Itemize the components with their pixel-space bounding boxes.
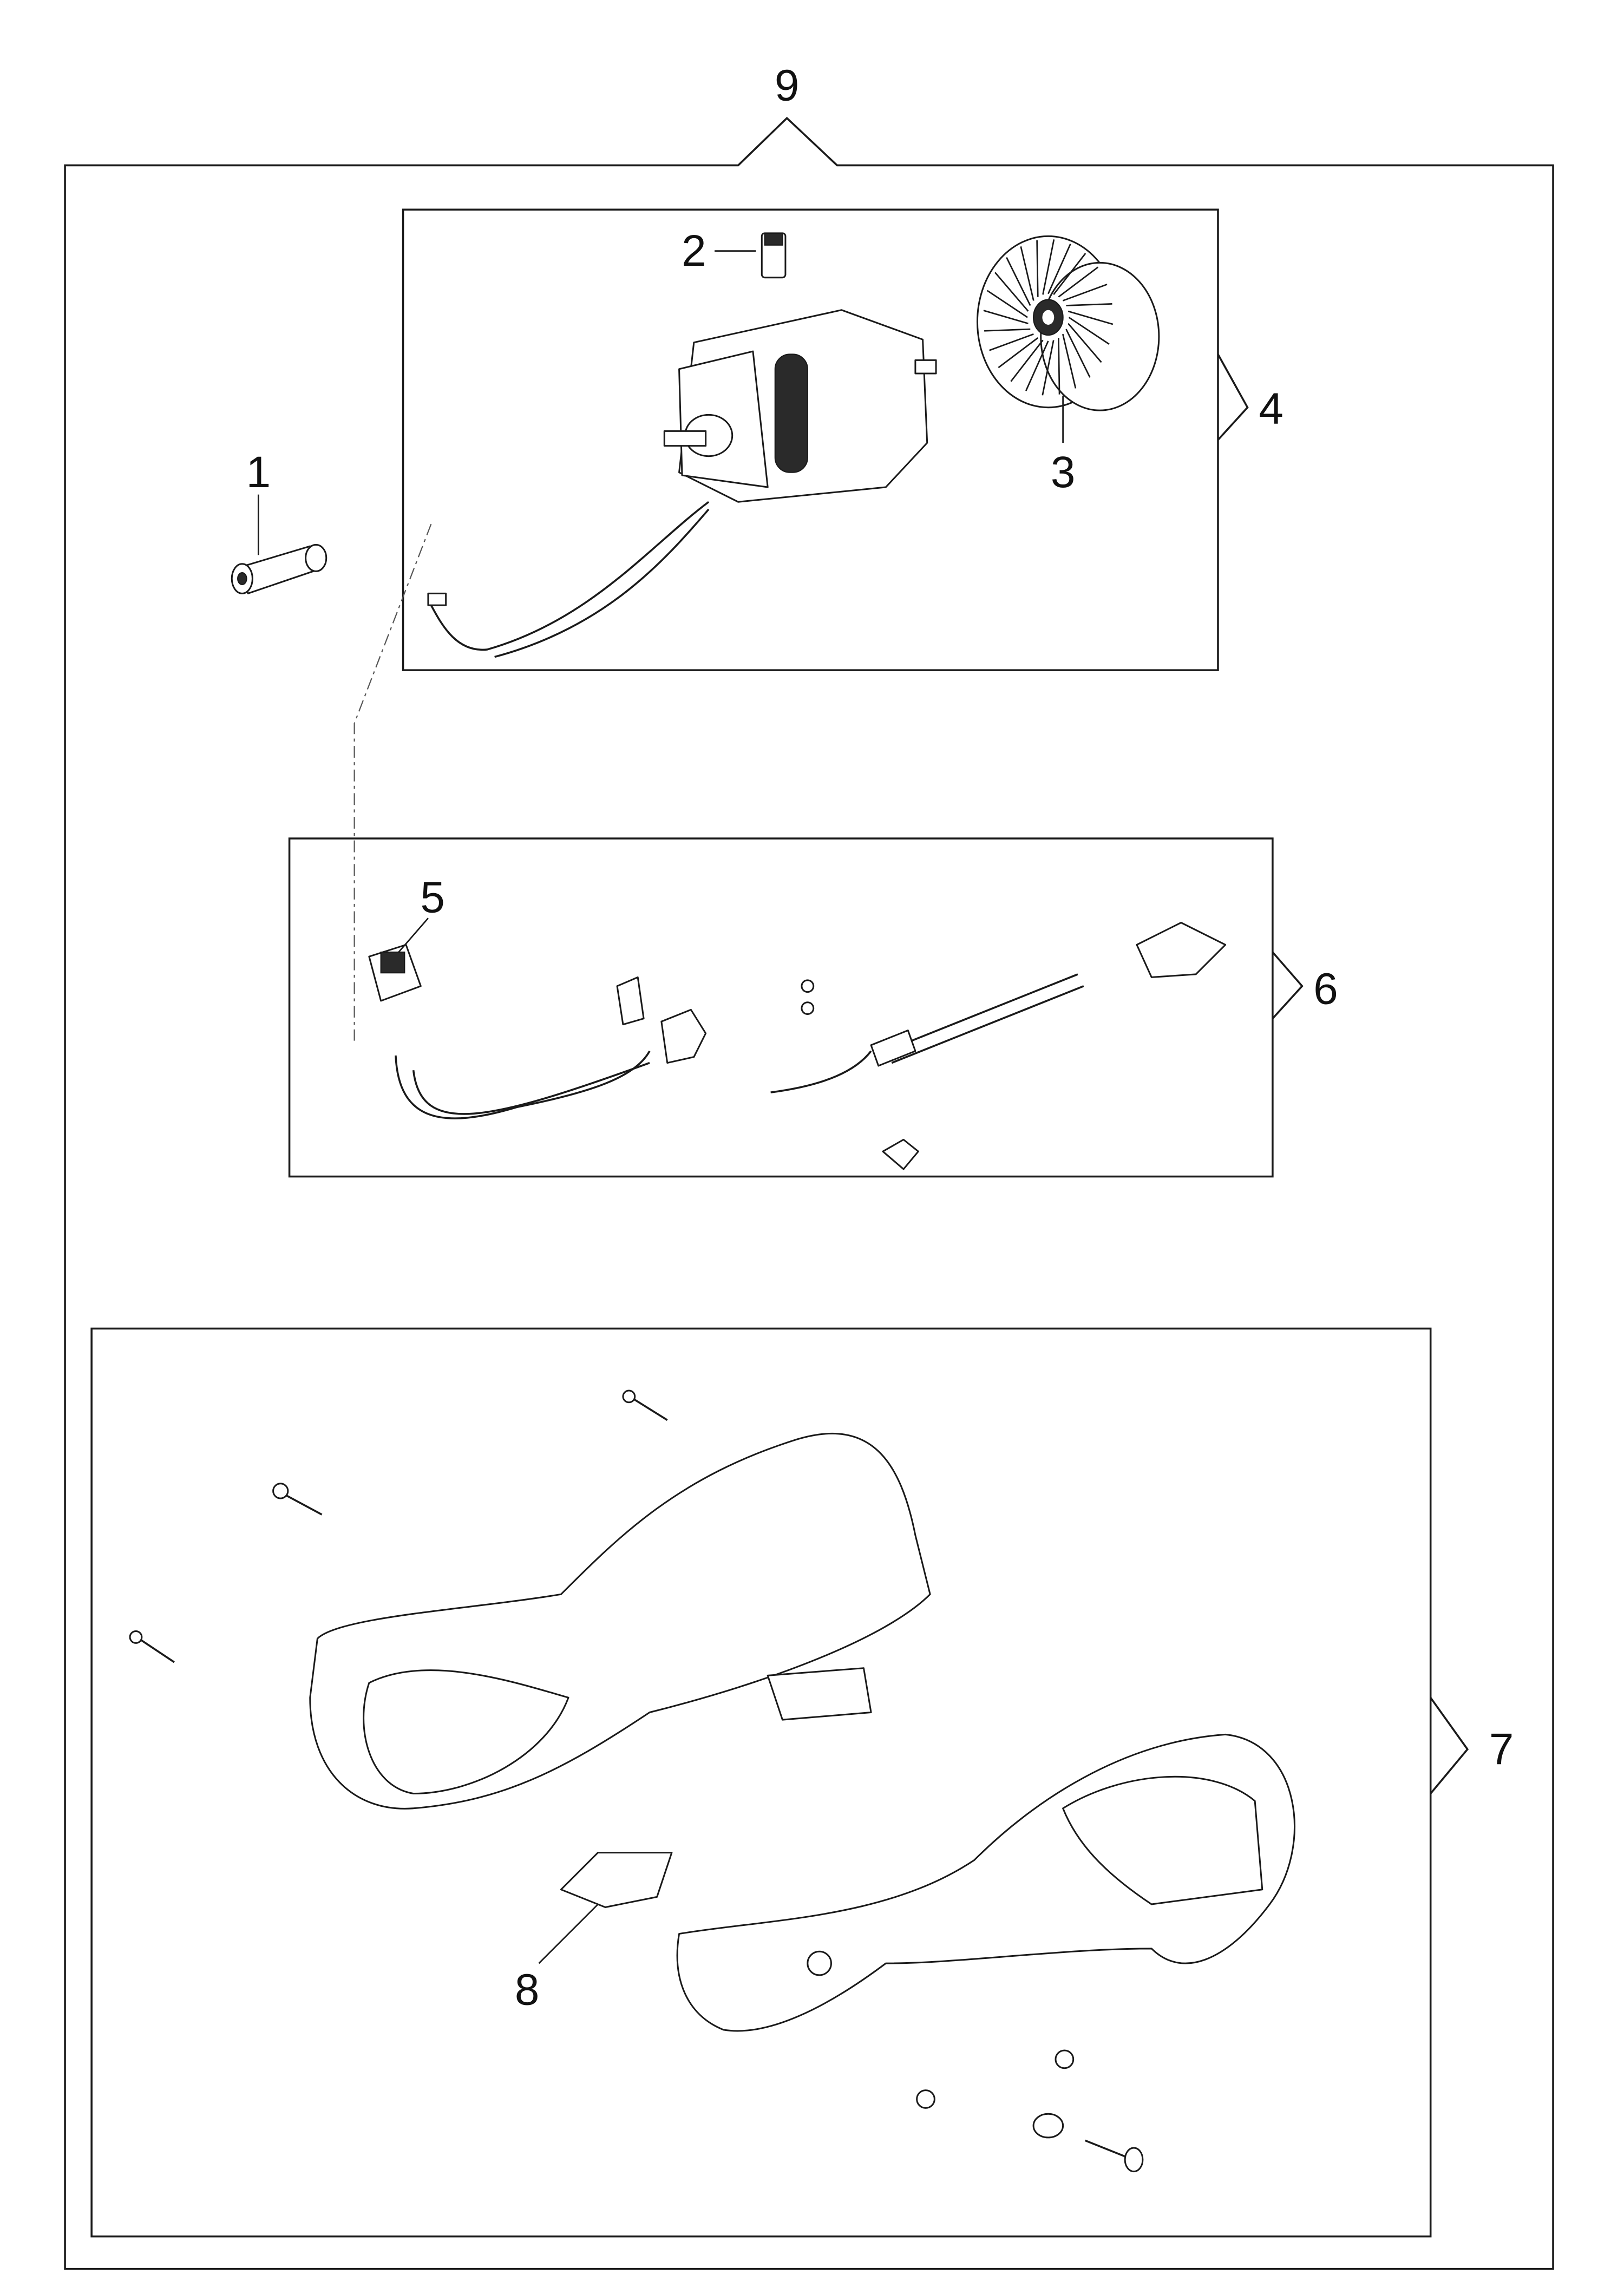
callout-5: 5 [420, 873, 445, 922]
electric-motor-part [663, 309, 937, 503]
callout-6: 6 [1313, 964, 1338, 1013]
fan-blade [1062, 284, 1108, 302]
fan-blade [1042, 239, 1055, 295]
vent-grille [1062, 1775, 1263, 1905]
switch-cover-clip-part [560, 1852, 673, 1908]
cooling-fan-part [976, 235, 1160, 411]
fan-blade [1058, 338, 1060, 395]
fan-blade [1006, 257, 1031, 306]
fan-blade [983, 310, 1029, 324]
callout-8: 8 [515, 1965, 540, 2014]
fan-blade [1036, 240, 1039, 297]
callout-1: 1 [246, 448, 271, 497]
motor-wire [430, 501, 710, 651]
fan-blade [998, 337, 1039, 369]
fan-blade [1068, 310, 1114, 325]
sleeve-part [231, 543, 328, 594]
group-4-bracket [1217, 353, 1249, 441]
group-7-frame [90, 1327, 1432, 2238]
switch-wire-2 [412, 1061, 650, 1115]
leader-5 [398, 917, 429, 953]
fan-blade [1025, 340, 1049, 391]
motor-terminal [427, 592, 447, 606]
motor-wire-2 [494, 508, 710, 658]
group-6-frame [288, 837, 1274, 1178]
fan-blade [1068, 323, 1102, 363]
fan-blade [1068, 317, 1110, 345]
callout-7: 7 [1489, 1725, 1514, 1774]
callout-9: 9 [775, 61, 799, 110]
fan-blade [984, 328, 1031, 332]
fan-blade [1042, 340, 1055, 396]
fan-blade [1053, 253, 1086, 296]
power-cord-part [770, 921, 1227, 1170]
housing-foot [767, 1667, 872, 1721]
cable-clip-part [616, 976, 645, 1026]
fan-blade [1047, 244, 1071, 294]
assembly-9-frame [64, 116, 1554, 2270]
handle-opening [363, 1669, 569, 1794]
group-7-bracket [1430, 1697, 1469, 1794]
fan-blade [986, 290, 1028, 318]
connector-block-part [660, 1008, 707, 1064]
connection-line [353, 523, 432, 1041]
fan-blade [1010, 339, 1044, 382]
fan-blade [989, 333, 1034, 351]
fan-blade [994, 272, 1029, 312]
callout-4: 4 [1259, 384, 1284, 434]
fan-blade [1065, 329, 1091, 378]
fan-blade [1062, 333, 1077, 389]
carbon-brush-part [761, 232, 787, 279]
switch-part [368, 943, 422, 1002]
fan-blade [1020, 246, 1034, 301]
screws [129, 1389, 668, 1663]
callout-2: 2 [682, 226, 706, 276]
housing-hole [807, 1950, 832, 1976]
leader-8 [538, 1904, 599, 1964]
switch-wire [395, 1050, 651, 1119]
callout-3: 3 [1051, 448, 1076, 497]
fan-blade [1058, 266, 1099, 298]
fan-blade [1066, 303, 1112, 306]
small-hardware [916, 2049, 1144, 2173]
group-6-bracket [1272, 951, 1304, 1019]
